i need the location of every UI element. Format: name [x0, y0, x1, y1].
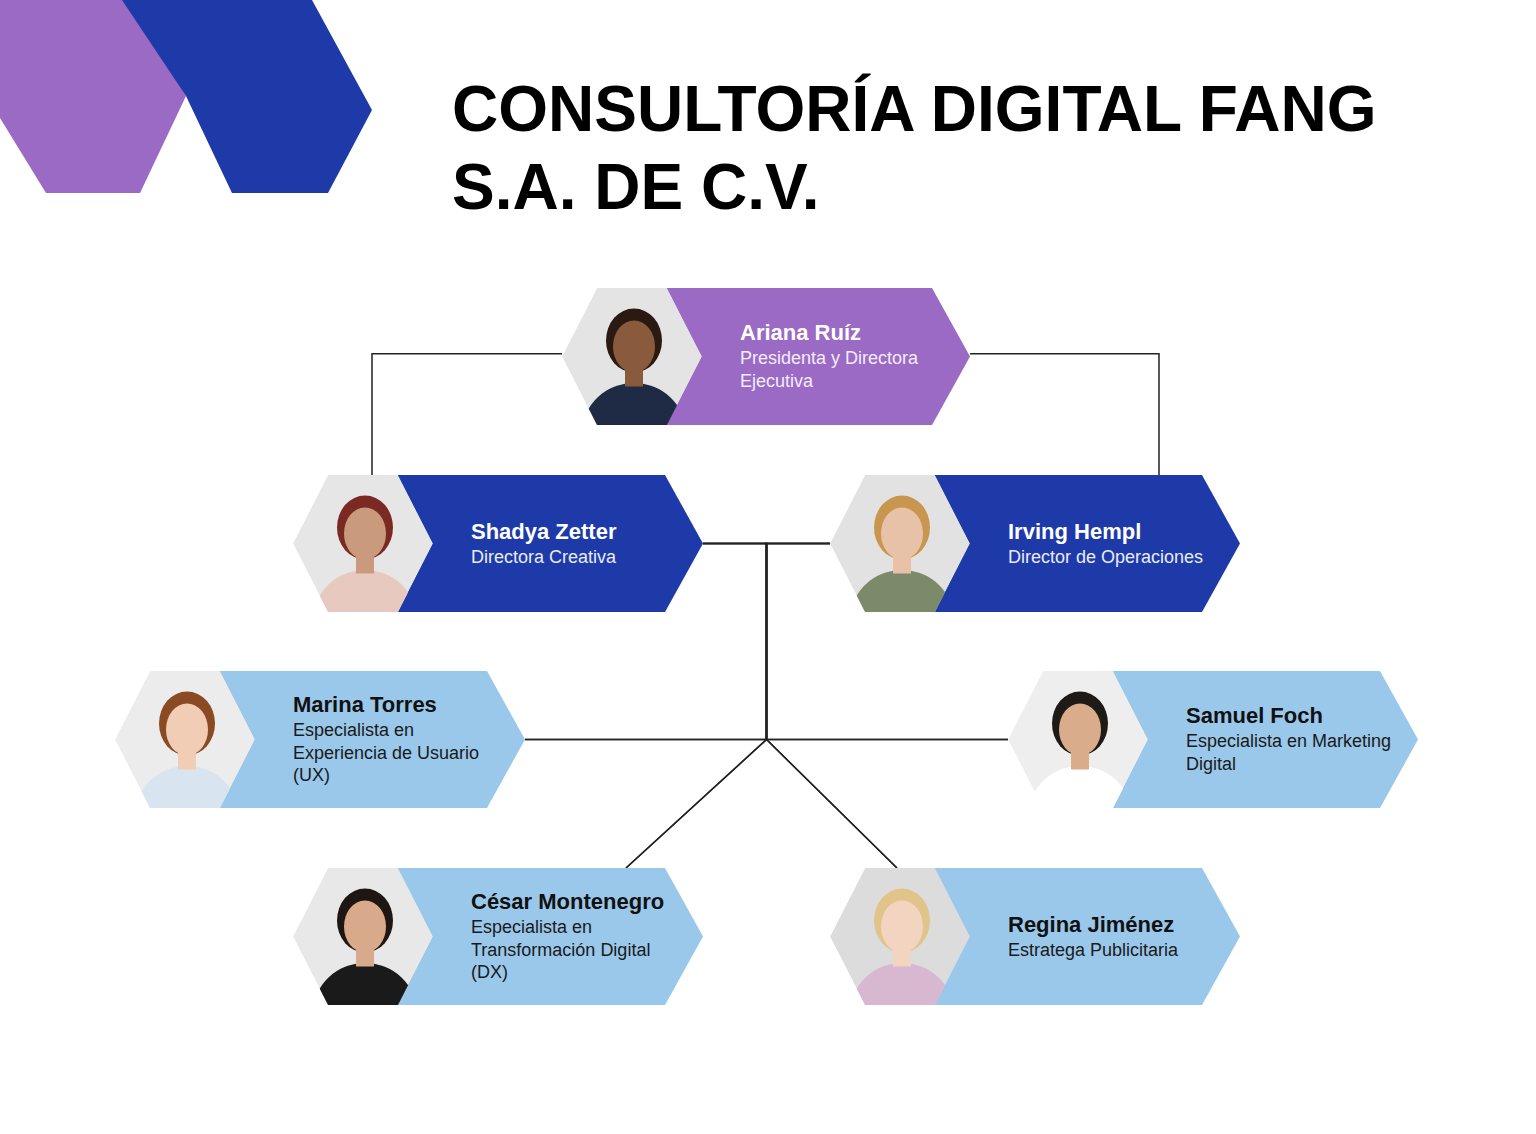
person-card: Samuel FochEspecialista en Marketing Dig… [1008, 671, 1418, 808]
card-text: Shadya ZetterDirectora Creativa [471, 519, 683, 569]
card-text: Irving HemplDirector de Operaciones [1008, 519, 1220, 569]
portrait-face [881, 901, 923, 953]
portrait [1008, 671, 1148, 808]
person-name: César Montenegro [471, 889, 683, 915]
portrait [115, 671, 255, 808]
person-card: César MontenegroEspecialista en Transfor… [293, 868, 703, 1005]
portrait-face [881, 508, 923, 560]
chevron-band [1108, 671, 1418, 808]
person-role: Especialista en Transformación Digital (… [471, 916, 683, 984]
portrait [293, 475, 433, 612]
portrait-face [1059, 704, 1101, 756]
connector-line [372, 354, 562, 475]
portrait [830, 475, 970, 612]
chevron-band [930, 868, 1240, 1005]
connector [970, 354, 1159, 475]
portrait-body [135, 766, 239, 808]
person-role: Presidenta y Directora Ejecutiva [740, 347, 952, 392]
portrait [562, 288, 702, 425]
person-card: Irving HemplDirector de Operaciones [830, 475, 1240, 612]
card-text: Ariana RuízPresidenta y Directora Ejecut… [740, 320, 952, 392]
chart-title: CONSULTORÍA DIGITAL FANG S.A. DE C.V. [452, 70, 1502, 226]
person-card: Ariana RuízPresidenta y Directora Ejecut… [562, 288, 970, 425]
portrait-body [1028, 766, 1132, 808]
person-name: Samuel Foch [1186, 703, 1398, 729]
portrait [293, 868, 433, 1005]
chevron-band [930, 475, 1240, 612]
portrait-hair [159, 692, 215, 756]
person-card: Regina JiménezEstratega Publicitaria [830, 868, 1240, 1005]
portrait-body [313, 963, 417, 1005]
portrait-face [613, 321, 655, 373]
blue-hexagon [122, 0, 372, 193]
card-text: Regina JiménezEstratega Publicitaria [1008, 912, 1220, 962]
person-card: Marina TorresEspecialista en Experiencia… [115, 671, 525, 808]
portrait-hair [874, 496, 930, 560]
chevron-band [662, 288, 970, 425]
connector-line [970, 354, 1159, 475]
portrait-hair [337, 889, 393, 953]
portrait-face [344, 508, 386, 560]
card-text: Marina TorresEspecialista en Experiencia… [293, 692, 505, 787]
portrait-hair [1052, 692, 1108, 756]
person-name: Regina Jiménez [1008, 912, 1220, 938]
person-role: Director de Operaciones [1008, 546, 1220, 569]
chevron-band [215, 671, 525, 808]
portrait-hair [606, 309, 662, 373]
portrait-hair [874, 889, 930, 953]
portrait [830, 868, 970, 1005]
connector [372, 354, 562, 475]
person-name: Marina Torres [293, 692, 505, 718]
chevron-band [393, 868, 703, 1005]
person-role: Estratega Publicitaria [1008, 939, 1220, 962]
person-role: Directora Creativa [471, 546, 683, 569]
portrait-body [582, 383, 686, 425]
portrait-face [166, 704, 208, 756]
person-role: Especialista en Marketing Digital [1186, 730, 1398, 775]
chevron-band [393, 475, 703, 612]
portrait-body [850, 570, 954, 612]
person-name: Shadya Zetter [471, 519, 683, 545]
portrait-hair [337, 496, 393, 560]
person-card: Shadya ZetterDirectora Creativa [293, 475, 703, 612]
portrait-body [313, 570, 417, 612]
portrait-face [344, 901, 386, 953]
card-text: César MontenegroEspecialista en Transfor… [471, 889, 683, 984]
person-name: Ariana Ruíz [740, 320, 952, 346]
person-name: Irving Hempl [1008, 519, 1220, 545]
portrait-body [850, 963, 954, 1005]
person-role: Especialista en Experiencia de Usuario (… [293, 719, 505, 787]
card-text: Samuel FochEspecialista en Marketing Dig… [1186, 703, 1398, 775]
